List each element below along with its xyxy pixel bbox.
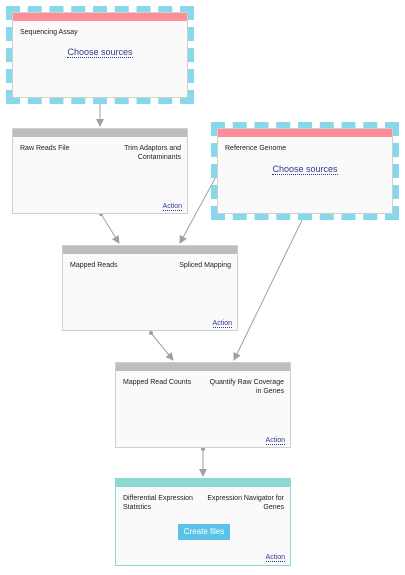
action-label: Action <box>162 203 182 211</box>
sequencing-assay-highlight <box>6 6 194 104</box>
choose-sources-link[interactable]: Choose sources <box>218 164 392 175</box>
action-link[interactable]: Action <box>265 437 285 445</box>
node-header-bar <box>218 129 392 137</box>
node-header-bar <box>13 129 187 137</box>
node-tool-name: Spliced Mapping <box>179 262 231 269</box>
reference-genome-highlight <box>211 122 399 220</box>
edge-reference-to-counts <box>233 213 306 361</box>
node-tool-name: Quantify Raw Coverage in Genes <box>209 379 284 395</box>
mapped-reads-node[interactable]: Mapped Reads Spliced Mapping Action <box>62 245 238 331</box>
choose-sources-link[interactable]: Choose sources <box>13 47 187 58</box>
action-label: Action <box>212 320 232 328</box>
raw-reads-node[interactable]: Raw Reads File Trim Adaptors and Contami… <box>12 128 188 214</box>
node-title: Reference Genome <box>225 145 287 152</box>
create-files-button[interactable]: Create files <box>178 524 230 540</box>
mapped-read-counts-node[interactable]: Mapped Read Counts Quantify Raw Coverage… <box>115 362 291 448</box>
node-title: Mapped Reads <box>70 262 118 269</box>
choose-sources-label: Choose sources <box>272 164 338 175</box>
action-link[interactable]: Action <box>212 320 232 328</box>
action-link[interactable]: Action <box>265 554 285 562</box>
node-header-bar <box>63 246 237 254</box>
node-header-bar <box>116 363 290 371</box>
node-title: Sequencing Assay <box>20 29 78 36</box>
reference-genome-node[interactable]: Reference Genome Choose sources <box>217 128 393 214</box>
edge-port-dot <box>149 331 153 335</box>
action-label: Action <box>265 437 285 445</box>
choose-sources-label: Choose sources <box>67 47 133 58</box>
action-label: Action <box>265 554 285 562</box>
node-title: Raw Reads File <box>20 145 70 152</box>
node-tool-name: Expression Navigator for Genes <box>207 495 284 511</box>
edge-mapped-reads-to-counts <box>150 332 174 361</box>
action-link[interactable]: Action <box>162 203 182 211</box>
node-header-bar <box>13 13 187 21</box>
edge-raw-reads-to-mapped-reads <box>100 213 120 244</box>
node-header-bar <box>116 479 290 487</box>
diff-expression-node[interactable]: Differential Expression Statistics Expre… <box>115 478 291 566</box>
sequencing-assay-node[interactable]: Sequencing Assay Choose sources <box>12 12 188 98</box>
node-tool-name: Trim Adaptors and Contaminants <box>124 145 181 161</box>
node-title: Mapped Read Counts <box>123 379 192 386</box>
edge-port-dot <box>201 447 205 451</box>
node-title: Differential Expression Statistics <box>123 495 193 511</box>
